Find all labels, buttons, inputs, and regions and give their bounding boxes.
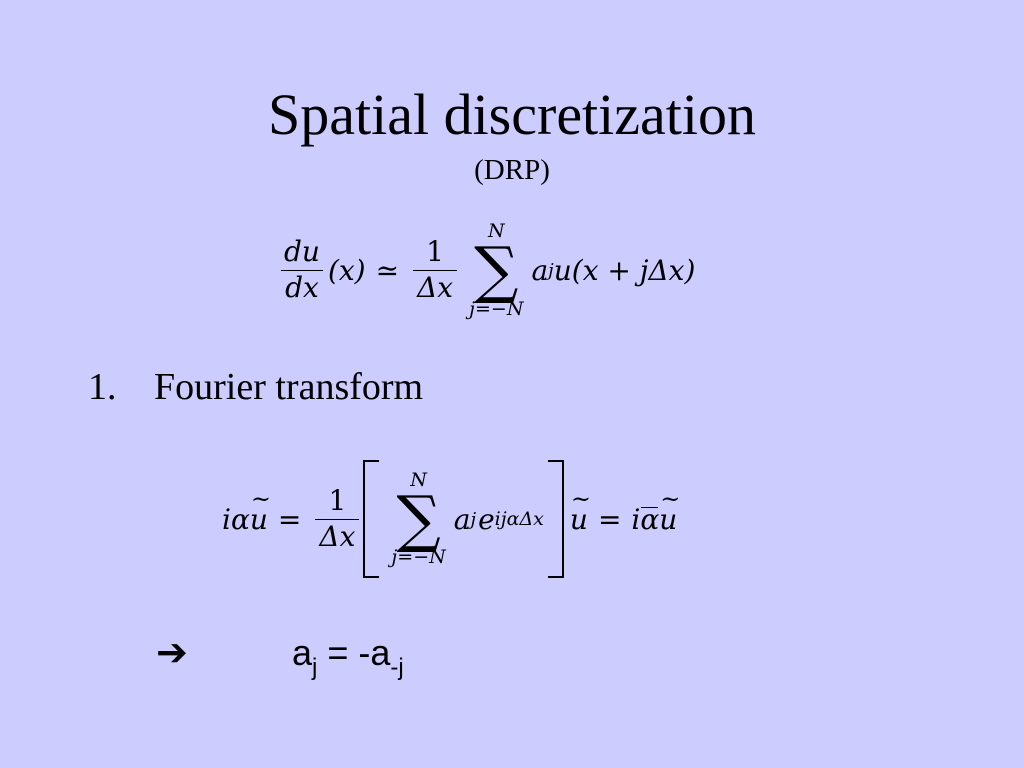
coefficient-denominator-2: Δx <box>315 518 360 553</box>
term-coefficient: a <box>531 253 549 287</box>
sum-lower-limit: j=−N <box>469 297 524 320</box>
derivative-fraction: du dx <box>280 235 324 304</box>
result-lhs: a <box>292 632 313 673</box>
sigma-symbol: ∑ <box>474 233 519 306</box>
antisymmetry-result: aj = -a-j <box>292 632 404 682</box>
summation: N ∑ j=−N <box>469 222 523 319</box>
coefficient-numerator: 1 <box>426 235 444 269</box>
approx-symbol: ≃ <box>375 253 400 287</box>
derivative-numerator: du <box>284 235 320 269</box>
coefficient-numerator-2: 1 <box>328 483 347 517</box>
sum-upper-limit: N <box>487 220 505 242</box>
coefficient-fraction: 1 Δx <box>413 235 458 304</box>
sum-lower-limit-2: j=−N <box>391 546 446 569</box>
result-equals: = -a <box>317 632 391 673</box>
result-lhs-subscript: j <box>312 654 318 681</box>
coefficient-denominator: Δx <box>413 269 458 304</box>
coefficient-fraction-2: 1 Δx <box>315 483 360 553</box>
left-bracket <box>363 460 380 578</box>
lhs-u-tilde: u <box>250 485 271 536</box>
term-coefficient-subscript: j <box>548 259 554 281</box>
result-rhs-subscript: -j <box>390 654 404 681</box>
list-number: 1. <box>88 366 117 408</box>
rhs-i: i <box>631 502 641 536</box>
rhs-alpha-bar: α <box>640 502 660 536</box>
lhs-prefix: iα <box>222 502 250 536</box>
derivative-argument: (x) <box>327 253 366 287</box>
derivative-denominator: dx <box>281 269 323 304</box>
term-coefficient-2: a <box>453 502 471 536</box>
equals-1: = <box>277 502 302 536</box>
list-item-text: Fourier transform <box>154 366 424 408</box>
term-function: u(x + jΔx) <box>553 253 696 287</box>
implies-arrow-icon: ➔ <box>156 630 188 674</box>
list-item: 1. Fourier transform <box>88 365 423 409</box>
sigma-symbol-2: ∑ <box>396 481 441 555</box>
equals-2: = <box>597 502 622 536</box>
term-coefficient-subscript-2: j <box>470 508 477 530</box>
slide-subtitle: (DRP) <box>474 154 550 186</box>
summation-2: N ∑ j=−N <box>391 468 446 569</box>
exponent: ijαΔx <box>494 508 544 530</box>
exponential-base: e <box>478 502 495 536</box>
mid-u-tilde: u <box>570 485 591 536</box>
slide-title: Spatial discretization <box>267 82 756 147</box>
right-bracket <box>547 460 564 578</box>
sum-upper-limit-2: N <box>410 468 427 491</box>
rhs-u-tilde: u <box>659 485 680 536</box>
